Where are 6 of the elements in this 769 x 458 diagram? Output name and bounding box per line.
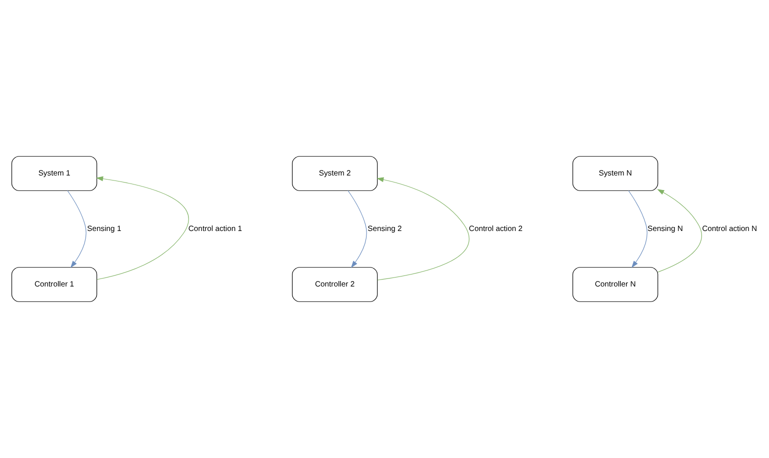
arrow	[66, 190, 86, 268]
arrow	[628, 190, 647, 268]
arrow	[376, 177, 469, 280]
arrow	[96, 176, 188, 280]
arrow	[347, 190, 366, 268]
arrow	[656, 189, 702, 272]
